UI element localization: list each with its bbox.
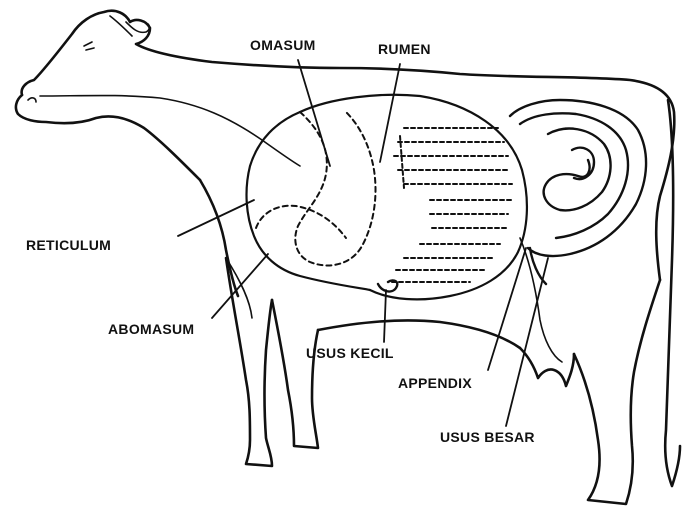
label-usus-besar: USUS BESAR: [440, 429, 535, 445]
cow-chest: [200, 180, 238, 296]
cow-belly: [318, 320, 520, 348]
label-reticulum: RETICULUM: [26, 237, 111, 253]
cow-tail: [665, 100, 680, 486]
cow-udder: [520, 348, 574, 386]
leader-rumen: [380, 64, 400, 162]
cow-head-and-back: [22, 11, 675, 280]
leader-reticulum: [178, 200, 254, 236]
cow-front-leg-left: [226, 258, 272, 466]
cow-front-leg-right: [272, 300, 318, 448]
label-abomasum: ABOMASUM: [108, 321, 194, 337]
label-usus-kecil: USUS KECIL: [306, 345, 394, 361]
rumen-papillae: [392, 128, 512, 282]
cow-muzzle-jaw: [16, 95, 200, 180]
cow-hind-leg: [574, 280, 660, 504]
large-intestine: [510, 100, 646, 284]
leader-usus-kecil: [384, 290, 386, 342]
reticulum-outline: [247, 112, 370, 290]
leader-omasum: [298, 60, 330, 166]
label-rumen: RUMEN: [378, 41, 431, 57]
omasum-outline: [295, 112, 375, 265]
cow-nostril: [28, 98, 36, 102]
cow-outline: [16, 11, 680, 504]
labels: OMASUM RUMEN RETICULUM ABOMASUM USUS KEC…: [26, 37, 535, 445]
cow-esophagus: [40, 96, 300, 167]
label-appendix: APPENDIX: [398, 375, 472, 391]
abomasum-outline: [256, 206, 346, 238]
leader-abomasum: [212, 254, 268, 318]
rumen-outline: [300, 95, 527, 300]
large-intestine-inner: [544, 129, 611, 211]
label-omasum: OMASUM: [250, 37, 316, 53]
cow-eye: [84, 42, 94, 50]
